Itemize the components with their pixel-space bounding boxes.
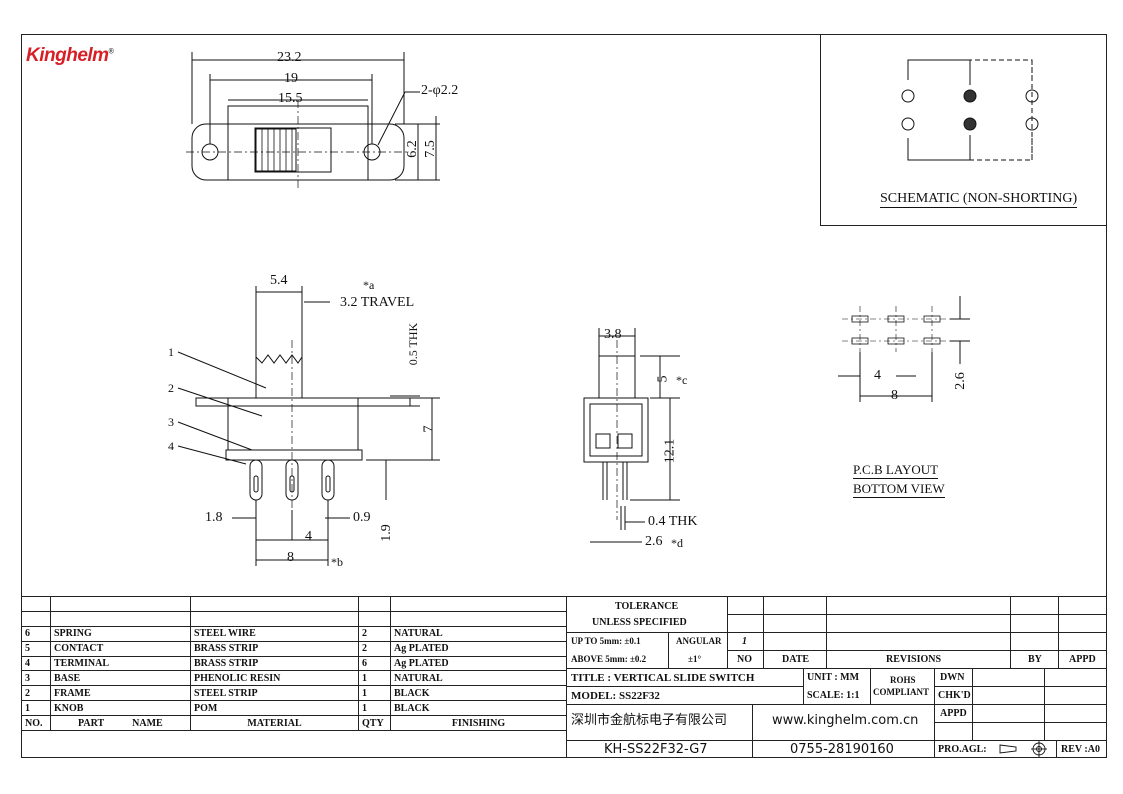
- tol-upto: UP TO 5mm: ±0.1: [571, 636, 641, 646]
- dwn-label: DWN: [940, 672, 965, 683]
- dim-height-inner: 6.2: [404, 140, 420, 158]
- unit-label: UNIT : MM: [807, 672, 860, 683]
- col-revisions: REVISIONS: [886, 654, 942, 665]
- angular-value: ±1°: [688, 654, 702, 664]
- callout-4: 4: [168, 439, 174, 453]
- pcb-title: P.C.B LAYOUT: [853, 462, 939, 479]
- dim-pitch: 4: [305, 529, 312, 544]
- drawing-frame: [21, 34, 1107, 758]
- pcb-subtitle: BOTTOM VIEW: [853, 481, 945, 498]
- dim-pcb-span: 8: [891, 388, 898, 403]
- side-view: [177, 286, 440, 566]
- dim-front-pin-w: 2.6: [645, 534, 663, 549]
- dim-knob-h: 5: [655, 375, 671, 383]
- dim-thk: 0.5 THK: [406, 322, 421, 366]
- dim-travel: 3.2 TRAVEL: [340, 295, 415, 310]
- schematic-title: SCHEMATIC (NON-SHORTING): [880, 191, 1078, 208]
- brand-logo: Kinghelm®: [26, 45, 114, 66]
- dim-body-h: 12.1: [662, 438, 678, 464]
- pcb-layout: [838, 296, 970, 402]
- side-view-base: [225, 449, 363, 461]
- note-b: *b: [331, 555, 343, 569]
- company-phone: 0755-28190160: [790, 742, 894, 757]
- dim-holes: 2-φ2.2: [421, 83, 459, 98]
- scale-label: SCALE: 1:1: [807, 690, 860, 701]
- note-d: *d: [671, 536, 683, 550]
- front-view-body: [583, 397, 649, 463]
- dim-pcb-row: 2.6: [952, 372, 968, 390]
- dim-slot: 15.5: [278, 91, 303, 106]
- col-appd: APPD: [1069, 654, 1096, 665]
- projection-symbol-icon: [999, 741, 1047, 757]
- front-view: [583, 328, 680, 543]
- revision-code: REV :A0: [1061, 744, 1100, 755]
- dim-pcb-pitch: 4: [874, 368, 881, 383]
- callout-3: 3: [168, 415, 174, 429]
- unless-label: UNLESS SPECIFIED: [592, 617, 687, 628]
- side-view-knob: [255, 354, 303, 399]
- dim-overall: 23.2: [277, 50, 302, 65]
- rohs-compliant: COMPLIANT: [873, 687, 929, 697]
- proagl-label: PRO.AGL:: [938, 744, 987, 755]
- top-view-slot: [254, 127, 332, 173]
- revision-number: 1: [742, 636, 747, 647]
- drawing-title: TITLE : VERTICAL SLIDE SWITCH: [571, 672, 755, 684]
- dim-span: 8: [287, 550, 294, 565]
- dim-pin-thk: 0.4 THK: [648, 514, 698, 529]
- part-number: KH-SS22F32-G7: [604, 742, 708, 757]
- col-date: DATE: [782, 654, 810, 665]
- tolerance-label: TOLERANCE: [615, 601, 679, 612]
- appd-label: APPD: [940, 708, 967, 719]
- dim-pin-len: 1.9: [378, 524, 394, 542]
- model-number: MODEL: SS22F32: [571, 690, 660, 702]
- dim-pin-w: 0.9: [353, 510, 371, 525]
- top-view: [186, 52, 440, 190]
- dim-knob: 5.4: [270, 273, 288, 288]
- company-name: 深圳市金航标电子有限公司: [571, 713, 728, 728]
- top-view-knob: [255, 128, 297, 172]
- company-website: www.kinghelm.com.cn: [772, 713, 919, 728]
- dim-front-width: 3.8: [604, 327, 622, 342]
- col-by: BY: [1028, 654, 1042, 665]
- schematic-diagram: [901, 59, 1039, 161]
- tol-above: ABOVE 5mm: ±0.2: [571, 654, 647, 664]
- chkd-label: CHK'D: [938, 690, 971, 701]
- angular-label: ANGULAR: [676, 636, 722, 646]
- callout-1: 1: [168, 345, 174, 359]
- dim-hole-pitch: 19: [284, 71, 298, 86]
- schematic-panel: [820, 34, 1107, 226]
- col-no: NO: [737, 654, 752, 665]
- dim-pin-edge: 1.8: [205, 510, 223, 525]
- callout-2: 2: [168, 381, 174, 395]
- dim-side-height: 7: [421, 425, 437, 433]
- dim-height-outer: 7.5: [422, 140, 438, 158]
- rohs-label: ROHS: [890, 675, 916, 685]
- note-c: *c: [676, 373, 688, 387]
- note-a: *a: [363, 278, 375, 292]
